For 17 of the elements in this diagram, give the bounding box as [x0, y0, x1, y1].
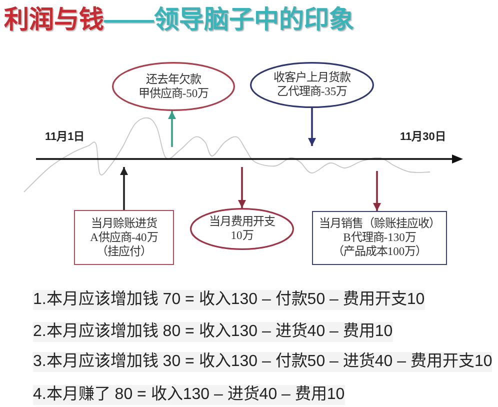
oval-callout: 还去年欠款 甲供应商-50万: [112, 62, 235, 111]
equation-text: 4.本月赚了 80 = 收入130 – 进货40 – 费用10: [33, 385, 345, 405]
oval-callout: 当月费用开支 10万: [190, 208, 294, 250]
arrow: [238, 167, 246, 208]
arrow: [308, 108, 316, 146]
arrow: [168, 111, 176, 147]
callout-box: 当月销售（赊账挂应收） B代理商-130万 （产品成本100万）: [312, 211, 447, 265]
arrow: [120, 167, 128, 210]
callout-box: 当月赊账进货 A供应商-40万 （挂应付）: [74, 210, 174, 265]
oval-callout: 收客户上月货款 乙代理商-35万: [250, 62, 374, 108]
date-label: 11月1日: [45, 130, 85, 144]
equation-text: 1.本月应该增加钱 70 = 收入130 – 付款50 – 费用开支10: [33, 290, 425, 310]
title: 利润与钱——领导脑子中的印象: [4, 5, 354, 35]
date-label: 11月30日: [400, 130, 446, 144]
equation-text: 3.本月应该增加钱 30 = 收入130 – 付款50 – 进货40 – 费用开支10: [33, 352, 492, 372]
equation-text: 2.本月应该增加钱 80 = 收入130 – 进货40 – 费用10: [33, 322, 393, 342]
arrow: [373, 171, 381, 211]
